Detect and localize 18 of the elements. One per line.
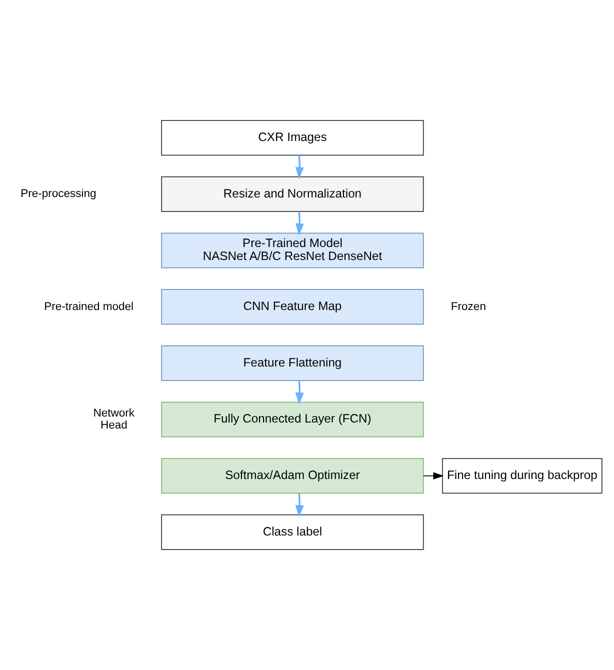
node-box: Fine tuning during backprop bbox=[442, 458, 602, 494]
node-box: Class label bbox=[161, 514, 424, 550]
arrow bbox=[295, 212, 304, 236]
arrow bbox=[423, 472, 444, 480]
node-box: CNN Feature Map bbox=[161, 289, 424, 325]
label: Pre-processing bbox=[20, 188, 96, 200]
node-box: Softmax/Adam Optimizer bbox=[161, 458, 424, 494]
label: Pre-trained model bbox=[44, 300, 134, 313]
node-box: Pre-Trained Model NASNet A/B/C ResNet DenseNet bbox=[161, 232, 424, 268]
node-box: CXR Images bbox=[161, 120, 424, 156]
node-box: Feature Flattening bbox=[161, 345, 424, 381]
arrow bbox=[295, 493, 304, 518]
node-box: Resize and Normalization bbox=[161, 176, 424, 212]
label: Frozen bbox=[450, 300, 486, 313]
node-box: Fully Connected Layer (FCN) bbox=[161, 402, 424, 438]
arrow bbox=[295, 380, 304, 405]
arrow bbox=[295, 155, 304, 180]
label: Network Head bbox=[93, 407, 135, 432]
